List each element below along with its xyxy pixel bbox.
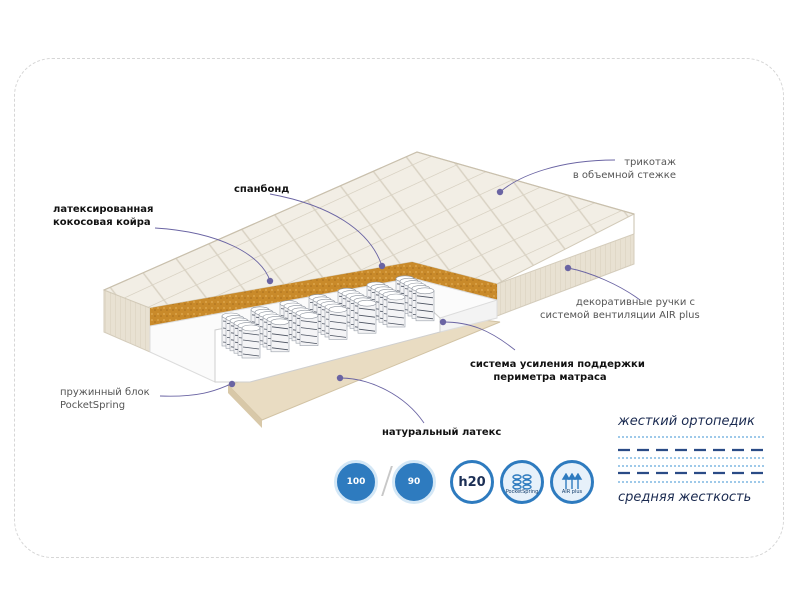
- weight-90-icon: 90: [392, 460, 436, 504]
- label-spanbond: спанбонд: [234, 184, 290, 195]
- label-trikotazh: трикотаж в объемной стежке: [560, 156, 676, 182]
- air-plus-icon: AIR plus: [550, 460, 594, 504]
- label-line: трикотаж: [624, 157, 676, 168]
- spring-coil: [299, 312, 319, 346]
- spring-coil: [241, 324, 261, 359]
- firmness-lines: [618, 436, 766, 483]
- firmness-top-label: жесткий ортопедик: [618, 414, 755, 429]
- badge-value: 90: [407, 477, 421, 487]
- weight-100-icon: 100: [334, 460, 378, 504]
- label-line: периметра матраса: [493, 372, 607, 383]
- spring-coil-icon: [512, 474, 532, 490]
- label-line: система усиления поддержки: [470, 359, 645, 370]
- spring-coil: [270, 318, 290, 353]
- label-line: пружинный блок: [60, 387, 150, 398]
- spring-coil: [415, 287, 435, 322]
- label-handles: декоративные ручки с системой вентиляции…: [540, 296, 700, 322]
- spring-coil: [328, 306, 348, 340]
- badge-value: h20: [458, 474, 486, 490]
- spring-coil: [357, 299, 377, 334]
- label-line: декоративные ручки с: [575, 297, 695, 308]
- label-latex: натуральный латекс: [382, 427, 502, 438]
- spring-block: [214, 275, 441, 383]
- label-perimeter: система усиления поддержки периметра мат…: [470, 358, 645, 384]
- badge-value: 100: [346, 477, 366, 487]
- label-line: латексированная: [53, 204, 154, 215]
- leader-dots: [228, 188, 572, 388]
- label-line: в объемной стежке: [572, 170, 676, 181]
- label-latex-coir: латексированная кокосовая койра: [53, 203, 153, 229]
- leader-lines: [154, 159, 641, 424]
- badge-caption: AIR plus: [561, 489, 583, 495]
- spring-coil: [386, 293, 406, 328]
- label-line: системой вентиляции AIR plus: [540, 310, 700, 321]
- mattress-side: [103, 233, 635, 353]
- air-arrows-icon: [561, 473, 583, 489]
- label-spring-block: пружинный блок PocketSpring: [60, 386, 150, 412]
- badge-caption: PocketSpring: [505, 489, 539, 495]
- pocketspring-icon: PocketSpring: [500, 460, 544, 504]
- label-line: кокосовая койра: [53, 217, 151, 228]
- dashed-frame: [14, 58, 784, 558]
- firmness-bottom-label: средняя жесткость: [618, 490, 752, 505]
- height-icon: h20: [450, 460, 494, 504]
- label-line: PocketSpring: [60, 400, 126, 411]
